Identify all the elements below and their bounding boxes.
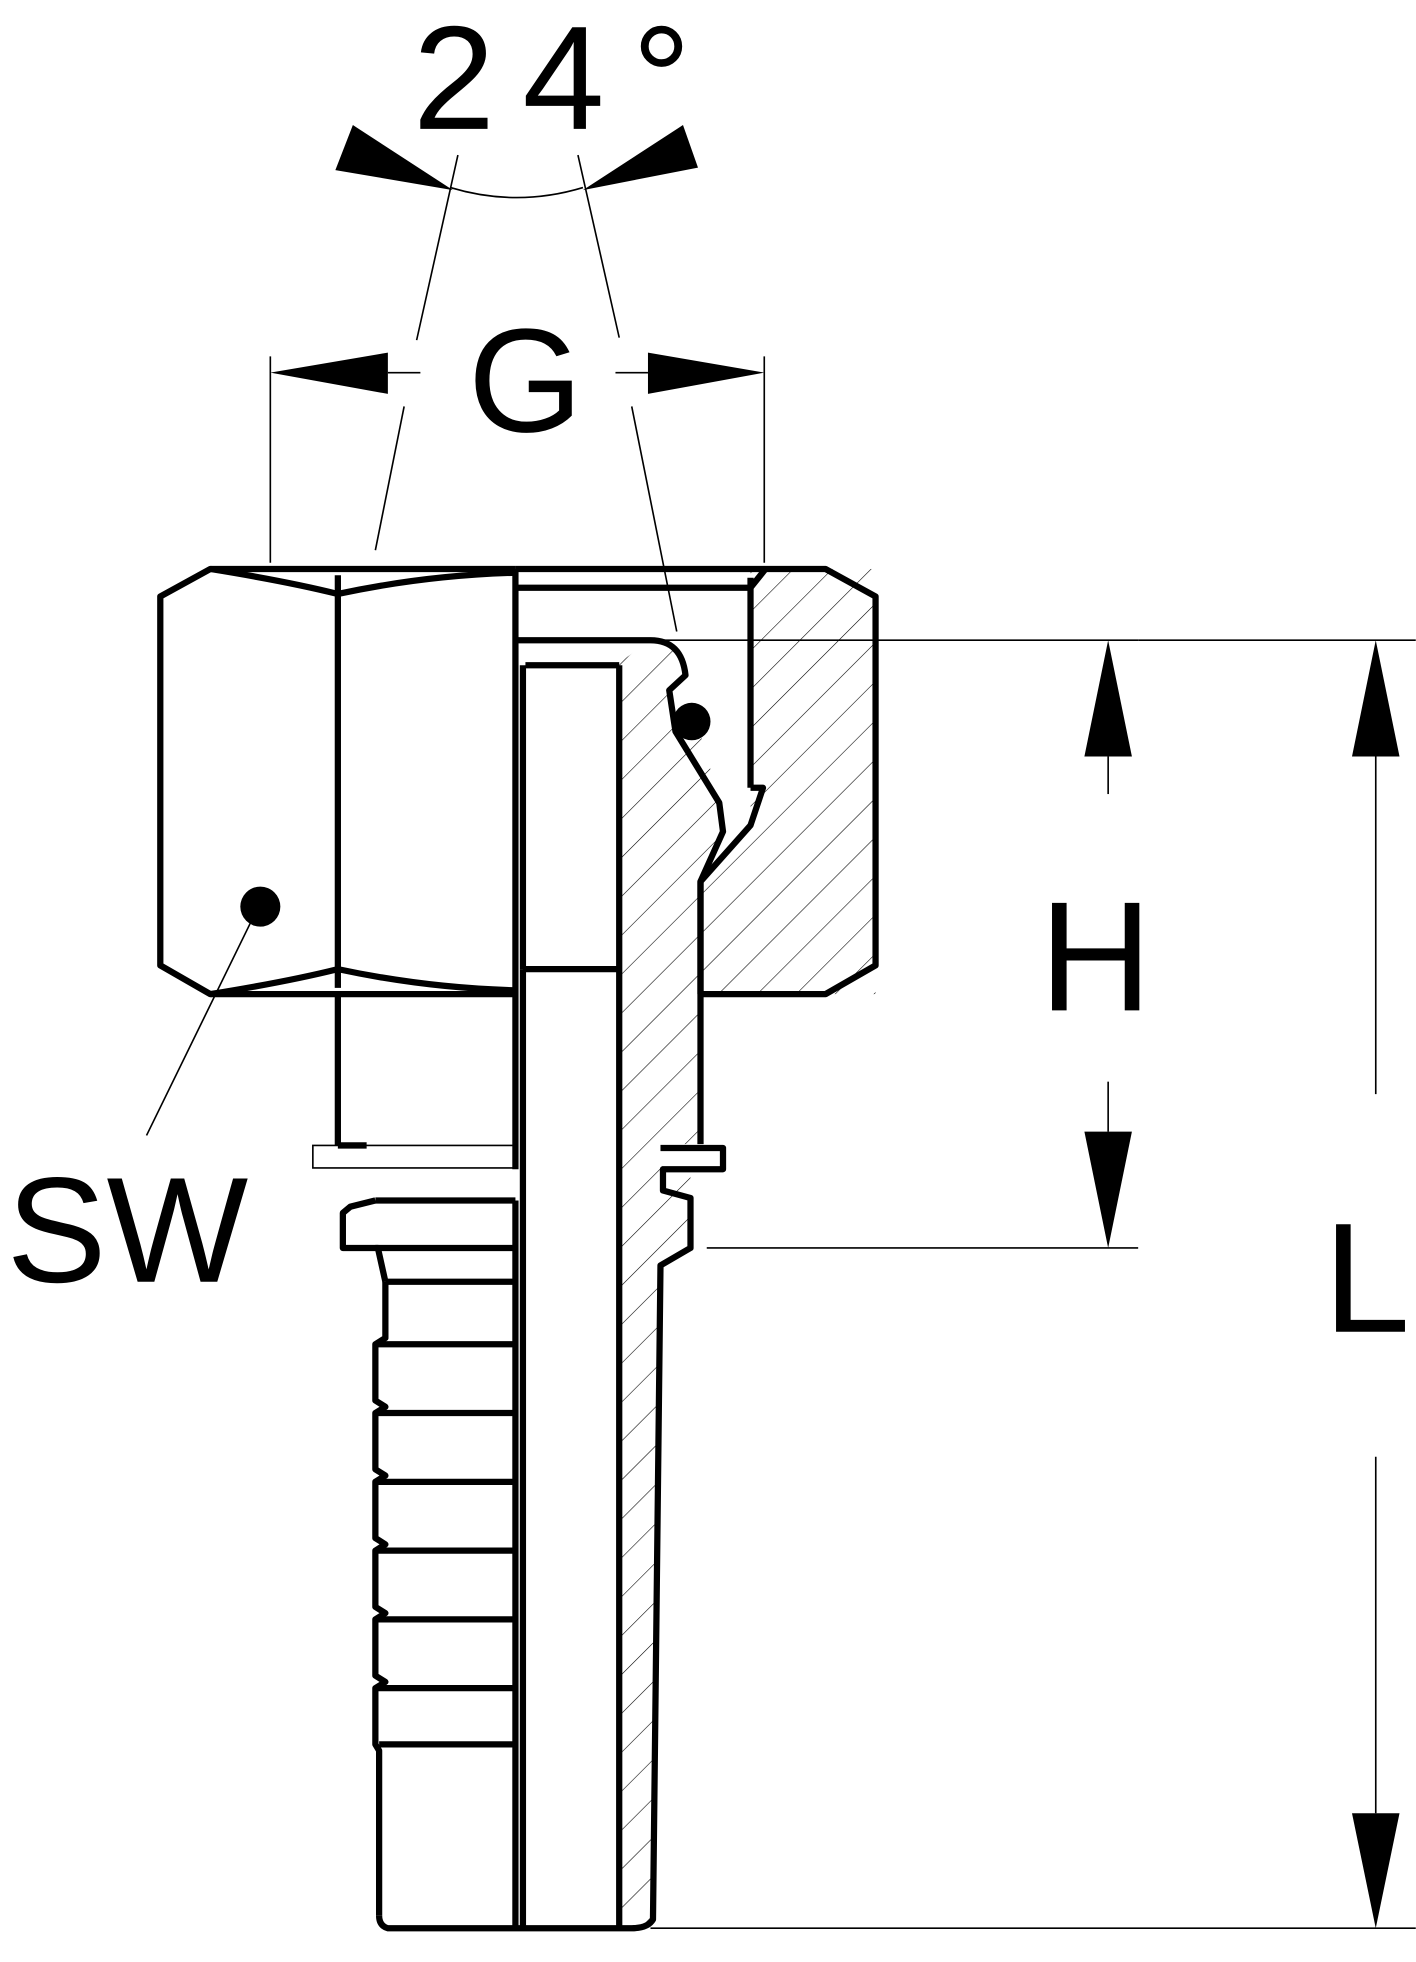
height-dimension: H [650, 639, 1152, 1249]
height-label: H [1039, 870, 1152, 1044]
nut [157, 565, 879, 1170]
wrench-size-callout: SW [6, 909, 258, 1314]
thread-dimension: G [269, 298, 766, 563]
length-dimension: L [650, 639, 1416, 1930]
angle-dimension: 24° [335, 0, 719, 632]
length-label: L [1323, 1192, 1410, 1366]
wrench-size-label: SW [6, 1146, 248, 1314]
thread-label: G [468, 298, 583, 463]
angle-label: 24° [413, 0, 719, 161]
